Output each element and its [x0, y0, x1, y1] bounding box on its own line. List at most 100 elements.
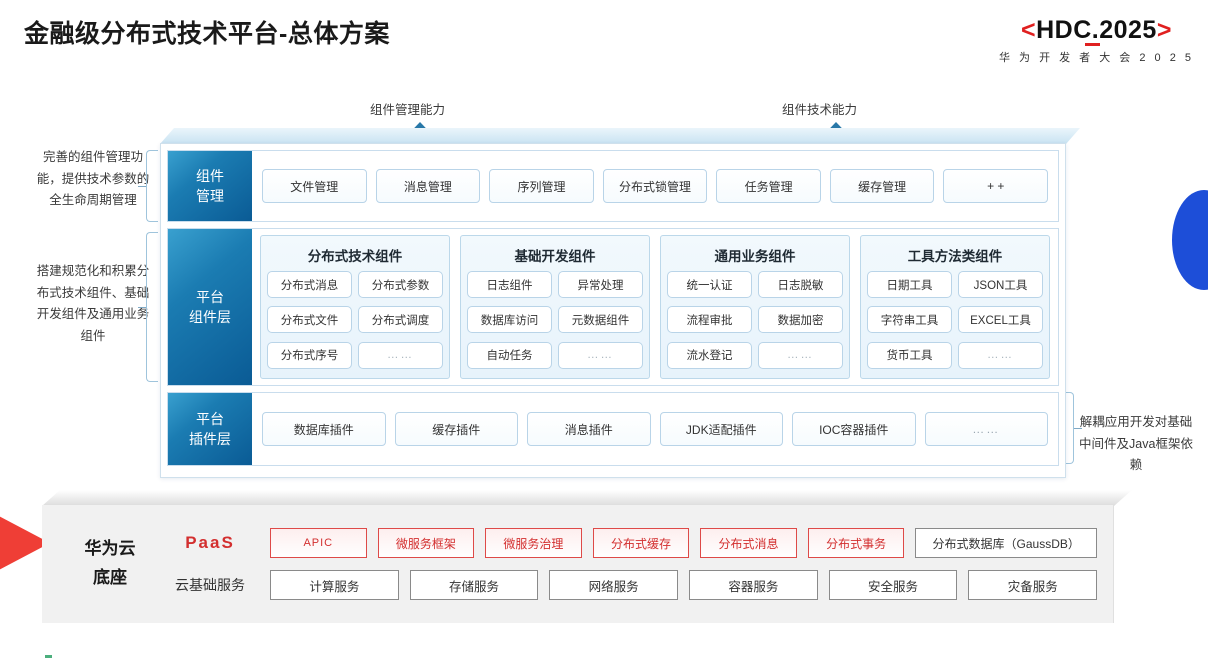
component-cell[interactable]: 异常处理 — [558, 271, 643, 298]
hdc-logo-subtitle: 华 为 开 发 者 大 会 2 0 2 5 — [998, 52, 1194, 64]
paas-label: PaaS — [185, 533, 235, 552]
chip-item-add[interactable]: + + — [943, 169, 1049, 203]
paas-item[interactable]: 微服务治理 — [485, 528, 582, 558]
layer-label-line2: 管理 — [196, 188, 224, 204]
component-cell[interactable]: 分布式序号 — [267, 341, 352, 369]
brace-tick-middle — [138, 307, 146, 308]
layer-component-management: 组件 管理 文件管理 消息管理 序列管理 分布式锁管理 任务管理 缓存管理 + … — [167, 150, 1059, 222]
chip-item[interactable]: 数据库插件 — [262, 412, 386, 446]
chip-item[interactable]: 文件管理 — [262, 169, 367, 203]
paas-row: PaaS APIC 微服务框架 微服务治理 分布式缓存 分布式消息 分布式事务 … — [162, 528, 1098, 558]
component-cell[interactable]: 货币工具 — [867, 341, 952, 369]
component-group-container: 分布式技术组件 分布式消息 分布式参数 分布式文件 分布式调度 分布式序号 ……… — [252, 229, 1058, 385]
component-group-grid: 日志组件 异常处理 数据库访问 元数据组件 自动任务 …… — [467, 271, 643, 372]
blue-circle-decoration — [1172, 190, 1208, 290]
component-group-title: 基础开发组件 — [514, 249, 596, 264]
chip-item[interactable]: 缓存插件 — [394, 412, 518, 446]
chip-item[interactable]: 分布式锁管理 — [602, 169, 708, 203]
component-cell-more[interactable]: …… — [758, 341, 843, 369]
component-group-title: 分布式技术组件 — [307, 249, 403, 264]
brace-connector-right — [1062, 392, 1074, 464]
component-cell[interactable]: 流程审批 — [667, 306, 752, 334]
layer-label-line1: 平台 — [196, 288, 224, 305]
arrow-label-component-management: 组件管理能力 — [370, 103, 446, 117]
logo-bracket-right-icon: > — [1156, 16, 1172, 44]
component-cell[interactable]: 流水登记 — [667, 341, 752, 369]
cloud-service-item[interactable]: 计算服务 — [270, 570, 399, 600]
chip-item[interactable]: 消息插件 — [527, 412, 651, 446]
side-note-left-components: 搭建规范化和积累分布式技术组件、基础开发组件及通用业务组件 — [36, 264, 150, 343]
component-group-title: 通用业务组件 — [714, 249, 796, 264]
component-cell[interactable]: 日志组件 — [467, 271, 552, 298]
cloud-base-title-line1: 华为云 — [84, 539, 136, 559]
component-group-grid: 统一认证 日志脱敏 流程审批 数据加密 流水登记 …… — [667, 271, 843, 372]
cloud-service-item[interactable]: 容器服务 — [689, 570, 818, 600]
component-group-grid: 日期工具 JSON工具 字符串工具 EXCEL工具 货币工具 …… — [867, 271, 1043, 372]
green-mark-decoration — [45, 655, 52, 658]
cloud-base-title: 华为云 底座 — [58, 535, 162, 593]
cloud-services-items: 计算服务 存储服务 网络服务 容器服务 安全服务 灾备服务 — [270, 570, 1098, 600]
cloud-service-item[interactable]: 网络服务 — [549, 570, 679, 600]
chip-item[interactable]: 消息管理 — [375, 169, 481, 203]
component-cell-more[interactable]: …… — [958, 341, 1043, 369]
cloud-service-item[interactable]: 存储服务 — [409, 570, 539, 600]
paas-item[interactable]: 分布式缓存 — [592, 528, 690, 558]
paas-item[interactable]: APIC — [270, 528, 367, 558]
cloud-base-title-line2: 底座 — [93, 568, 127, 587]
side-note-right-plugins: 解耦应用开发对基础中间件及Java框架依赖 — [1079, 415, 1193, 472]
component-cell[interactable]: 字符串工具 — [867, 306, 952, 334]
chip-item[interactable]: IOC容器插件 — [792, 412, 916, 446]
chip-item[interactable]: JDK适配插件 — [659, 412, 783, 446]
paas-item-database[interactable]: 分布式数据库（GaussDB） — [915, 528, 1098, 558]
layer-label-line1: 组件 — [196, 167, 224, 184]
component-cell-more[interactable]: …… — [358, 341, 443, 369]
brace-connector-top — [146, 150, 158, 222]
platform-stack-panel: 组件 管理 文件管理 消息管理 序列管理 分布式锁管理 任务管理 缓存管理 + … — [160, 143, 1066, 478]
chip-item[interactable]: 缓存管理 — [829, 169, 935, 203]
component-cell[interactable]: 分布式调度 — [358, 306, 443, 334]
layer-label-platform-components: 平台 组件层 — [168, 229, 252, 385]
component-group: 通用业务组件 统一认证 日志脱敏 流程审批 数据加密 流水登记 …… — [660, 235, 850, 379]
cloud-service-item[interactable]: 灾备服务 — [968, 570, 1098, 600]
component-group: 分布式技术组件 分布式消息 分布式参数 分布式文件 分布式调度 分布式序号 …… — [260, 235, 450, 379]
component-cell[interactable]: 分布式文件 — [267, 306, 352, 334]
logo-text: HDC.2025 — [1036, 16, 1157, 44]
layer-label-line1: 平台 — [196, 410, 224, 427]
page-title: 金融级分布式技术平台-总体方案 — [24, 20, 390, 48]
component-cell-more[interactable]: …… — [558, 341, 643, 369]
red-triangle-decoration — [0, 505, 50, 581]
paas-item[interactable]: 分布式事务 — [807, 528, 905, 558]
brace-tick-top — [138, 186, 146, 187]
cloud-service-item[interactable]: 安全服务 — [828, 570, 958, 600]
component-cell[interactable]: 日志脱敏 — [758, 271, 843, 298]
component-cell[interactable]: 日期工具 — [867, 271, 952, 298]
component-cell[interactable]: 自动任务 — [467, 341, 552, 369]
component-cell[interactable]: 数据库访问 — [467, 306, 552, 334]
cloud-services-label: 云基础服务 — [175, 577, 245, 593]
component-cell[interactable]: 元数据组件 — [558, 306, 643, 334]
cloud-base-bevel — [42, 490, 1132, 506]
side-note-left-management: 完善的组件管理功能，提供技术参数的全生命周期管理 — [36, 150, 150, 207]
component-group: 基础开发组件 日志组件 异常处理 数据库访问 元数据组件 自动任务 …… — [460, 235, 650, 379]
layer-label-component-management: 组件 管理 — [168, 151, 252, 221]
chip-item-more[interactable]: …… — [924, 412, 1048, 446]
component-cell[interactable]: EXCEL工具 — [958, 306, 1043, 334]
component-cell[interactable]: 分布式参数 — [358, 271, 443, 298]
logo-bracket-left-icon: < — [1021, 16, 1037, 44]
component-cell[interactable]: JSON工具 — [958, 271, 1043, 298]
paas-item[interactable]: 微服务框架 — [377, 528, 475, 558]
chip-item[interactable]: 序列管理 — [489, 169, 594, 203]
component-cell[interactable]: 数据加密 — [758, 306, 843, 334]
brace-connector-middle — [146, 232, 158, 382]
chip-item[interactable]: 任务管理 — [716, 169, 821, 203]
brace-tick-right — [1074, 428, 1082, 429]
layer-label-line2: 插件层 — [189, 431, 231, 447]
hdc-logo: <HDC.2025> 华 为 开 发 者 大 会 2 0 2 5 — [999, 16, 1194, 65]
component-cell[interactable]: 分布式消息 — [267, 271, 352, 298]
paas-item[interactable]: 分布式消息 — [700, 528, 797, 558]
stack-panel-bevel — [160, 128, 1080, 144]
component-cell[interactable]: 统一认证 — [667, 271, 752, 298]
layer-label-line2: 组件层 — [189, 309, 231, 325]
layer-platform-plugins: 平台 插件层 数据库插件 缓存插件 消息插件 JDK适配插件 IOC容器插件 …… — [167, 392, 1059, 466]
paas-items: APIC 微服务框架 微服务治理 分布式缓存 分布式消息 分布式事务 分布式数据… — [270, 528, 1098, 558]
